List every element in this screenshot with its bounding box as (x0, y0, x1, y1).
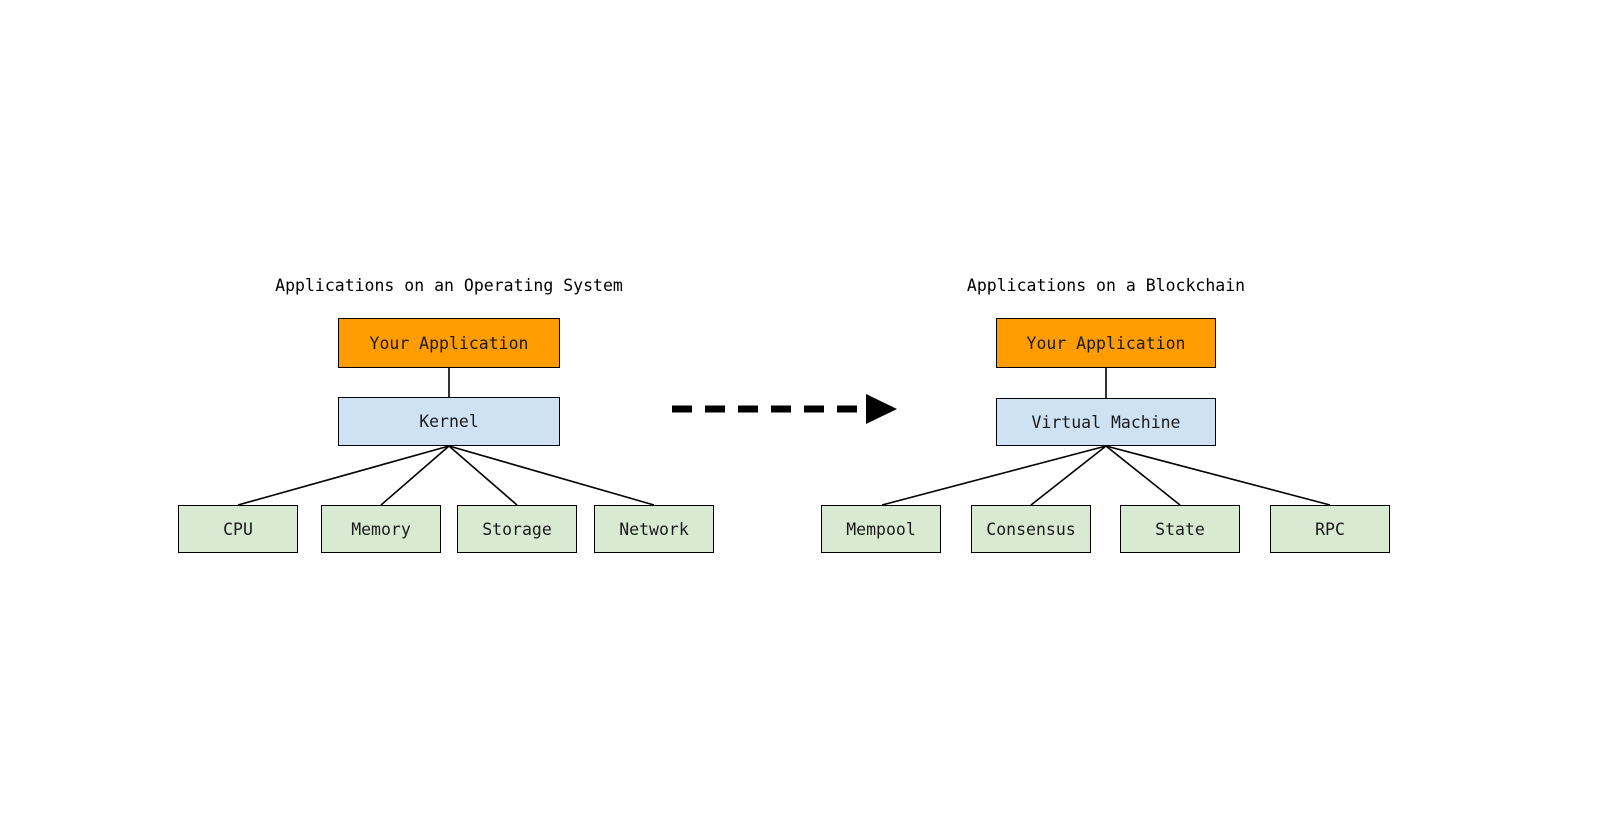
connector-right-vm-to-consensus (1030, 445, 1107, 506)
right-node-mempool[interactable]: Mempool (821, 505, 941, 553)
right-node-consensus[interactable]: Consensus (971, 505, 1091, 553)
left-node-your-application[interactable]: Your Application (338, 318, 560, 368)
right-node-rpc[interactable]: RPC (1270, 505, 1390, 553)
right-node-state[interactable]: State (1120, 505, 1240, 553)
connector-left-kernel-to-memory (380, 445, 450, 506)
right-node-virtual-machine[interactable]: Virtual Machine (996, 398, 1216, 446)
connector-right-vm-to-mempool (881, 445, 1107, 506)
left-node-network[interactable]: Network (594, 505, 714, 553)
connector-right-vm-to-state (1105, 445, 1181, 506)
transition-arrow (672, 394, 897, 424)
connector-left-kernel-to-storage (448, 445, 518, 506)
connector-left-kernel-to-cpu (237, 445, 450, 506)
left-node-memory[interactable]: Memory (321, 505, 441, 553)
left-panel-title: Applications on an Operating System (275, 276, 623, 295)
connector-right-vm-to-rpc (1105, 445, 1331, 506)
right-panel-title: Applications on a Blockchain (966, 276, 1246, 295)
right-node-your-application[interactable]: Your Application (996, 318, 1216, 368)
left-node-storage[interactable]: Storage (457, 505, 577, 553)
left-node-kernel[interactable]: Kernel (338, 397, 560, 446)
connector-left-kernel-to-network (448, 445, 655, 506)
left-node-cpu[interactable]: CPU (178, 505, 298, 553)
